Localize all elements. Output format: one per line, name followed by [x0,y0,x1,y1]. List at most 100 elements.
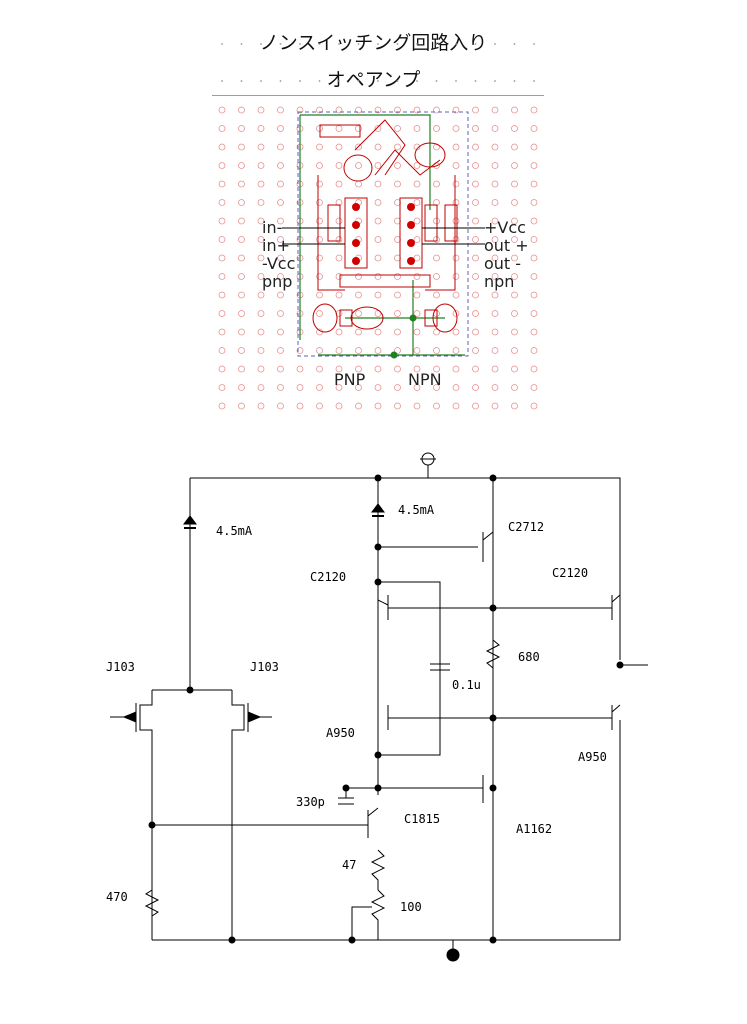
current-source-left-icon [183,515,197,525]
title-grid-dot [455,80,457,82]
board-hole [491,106,499,114]
board-label-npn: NPN [408,370,442,389]
junction-dot [489,604,497,612]
board-hole [530,328,538,336]
board-hole [491,254,499,262]
junction-dot [348,936,356,944]
resistor-470 [144,882,160,940]
board-hole [394,162,401,169]
board-hole [277,291,284,299]
transistor-bottom-left [312,303,338,333]
board-hole [452,365,460,373]
title-grid-dot [260,80,262,82]
green-node-2 [390,351,398,359]
ground-terminal-icon [446,948,460,962]
board-hole [316,180,323,188]
board-hole [472,199,479,206]
board-hole [413,402,421,410]
board-hole [316,365,323,373]
red-diagonal-2 [374,149,441,176]
board-hole [452,162,460,169]
board-hole [452,273,460,280]
board-hole [452,125,460,132]
board-hole [511,217,518,225]
board-hole [316,310,323,317]
board-hole [257,254,265,262]
board-hole [511,273,518,280]
red-trace-right [425,175,456,291]
wire-pot-wiper [351,906,372,940]
board-hole [413,162,421,169]
board-hole [491,162,499,169]
board-hole [277,143,284,151]
board-hole [413,328,421,336]
title-grid-dot [299,80,301,82]
board-hole [530,106,538,114]
c1815-leads [367,807,379,817]
junction-dot [616,661,624,669]
board-hole [355,162,362,169]
resistor-right-v1 [424,204,438,242]
junction-dot [489,714,497,722]
label-a950-right: A950 [578,750,607,764]
board-hole [511,180,518,188]
board-hole [472,291,479,299]
title-grid-dot [474,80,477,82]
board-hole [218,254,226,262]
board-hole [355,402,362,410]
board-hole [452,384,460,391]
jfet-left-body [139,690,153,940]
resistor-680 [485,639,501,669]
board-pin-label: -Vcc [262,254,296,273]
board-hole [218,365,226,373]
board-hole [530,273,538,280]
jfet-left-arrow-icon [122,711,137,723]
board-hole [394,143,401,151]
board-hole [433,180,440,188]
board-hole [511,328,518,336]
board-hole [238,106,245,114]
board-hole [530,199,538,206]
ic-pads [352,203,415,265]
board-hole [238,273,245,280]
board-hole [218,125,226,132]
board-hole [472,254,479,262]
board-hole [394,106,401,114]
board-hole [355,347,362,354]
board-hole [374,106,382,114]
board-hole [257,236,265,243]
title-grid-dot [357,80,360,82]
red-trace-left [317,175,345,291]
label-j103-left: J103 [106,660,135,674]
board-hole [491,402,499,410]
board-hole [433,254,440,262]
ic-pad [407,203,415,211]
junction-dot [489,474,497,482]
board-hole [491,291,499,299]
label-a1162: A1162 [516,822,553,836]
board-hole [452,291,460,299]
board-hole [491,143,499,151]
board-hole [472,106,479,114]
board-hole [257,347,265,354]
board-hole [413,384,421,391]
board-hole [374,328,382,336]
board-hole [530,125,538,132]
board-hole [394,347,401,354]
board-hole [238,180,245,188]
board-hole [257,125,265,132]
junction-dot [374,784,382,792]
board-hole [257,310,265,317]
board-hole [335,347,343,354]
label-current-left: 4.5mA [216,524,253,538]
board-hole [238,402,245,410]
board-hole [433,291,440,299]
board-drawing [218,43,538,410]
board-pin-label: pnp [262,272,293,291]
board-hole [296,365,304,373]
c2712-leads [482,531,494,541]
board-hole [335,254,343,262]
board-hole [472,384,479,391]
transistor-top-left [343,154,373,182]
resistor-left-v [327,204,341,242]
